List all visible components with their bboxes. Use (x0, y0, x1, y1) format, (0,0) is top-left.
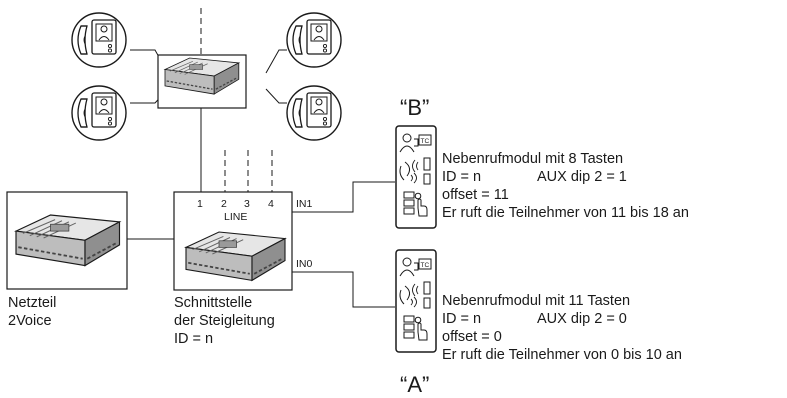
video-intercom-handset-icon (71, 85, 127, 141)
junction-device (157, 54, 247, 109)
input-in1-label: IN1 (296, 198, 313, 210)
line-label: LINE (224, 211, 248, 223)
door-panel-b (395, 125, 437, 229)
video-intercom-handset-icon (71, 12, 127, 68)
video-intercom-handset-icon (286, 85, 342, 141)
power-supply-box (6, 191, 128, 290)
video-intercom-handset-icon (286, 12, 342, 68)
power-supply-label: Netzteil 2Voice (8, 295, 57, 329)
module-b-name: “B” (400, 95, 430, 120)
module-a-name: “A” (400, 372, 430, 397)
door-panel-a (395, 249, 437, 353)
terminal-3: 3 (244, 198, 250, 210)
input-in0-label: IN0 (296, 258, 313, 270)
riser-interface-box (173, 191, 293, 291)
terminal-2: 2 (221, 198, 227, 210)
terminal-4: 4 (268, 198, 274, 210)
riser-interface-label: Schnittstelle der Steigleitung ID = n (174, 295, 275, 347)
terminal-1: 1 (197, 198, 203, 210)
